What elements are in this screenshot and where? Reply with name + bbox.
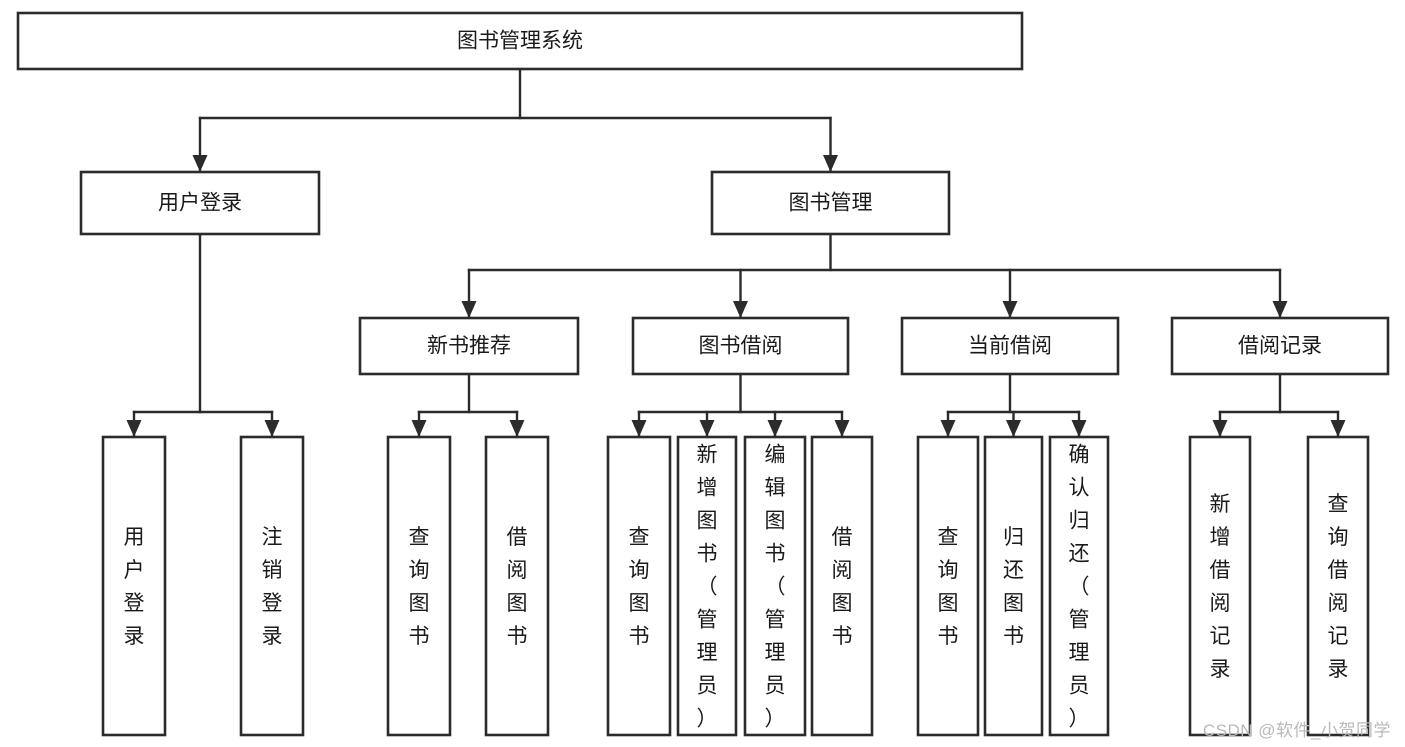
node-leaf-user-logout-label: 注销登录 [262, 526, 283, 648]
arrow-head-icon [1071, 420, 1087, 437]
node-leaf-query-book-1-label: 查询图书 [409, 526, 430, 648]
node-leaf-borrow-book-2[interactable]: 借阅图书 [810, 435, 874, 737]
node-leaf-return-book-box[interactable] [983, 435, 1044, 737]
arrow-head-icon [192, 155, 208, 172]
node-leaf-borrow-book-1[interactable]: 借阅图书 [484, 435, 550, 737]
node-leaf-edit-book-admin[interactable]: 编辑图书（管理员） [743, 435, 807, 737]
arrow-head-icon [834, 420, 850, 437]
node-leaf-query-book-2-box[interactable] [606, 435, 672, 737]
node-leaf-user-logout[interactable]: 注销登录 [239, 435, 305, 737]
node-leaf-add-book-admin[interactable]: 新增图书（管理员） [676, 435, 738, 737]
arrow-head-icon [733, 301, 748, 318]
node-user-login[interactable]: 用户登录 [79, 170, 321, 236]
node-leaf-add-borrow-record-box[interactable] [1188, 435, 1252, 737]
node-root[interactable]: 图书管理系统 [16, 11, 1024, 71]
arrow-head-icon [264, 420, 280, 437]
arrow-head-icon [1330, 420, 1346, 437]
node-leaf-add-borrow-record-label: 新增借阅记录 [1210, 493, 1231, 681]
node-book-manage[interactable]: 图书管理 [710, 170, 951, 236]
node-leaf-query-borrow-record-label: 查询借阅记录 [1328, 493, 1349, 681]
node-leaf-query-book-3-label: 查询图书 [938, 526, 959, 648]
node-leaf-borrow-book-1-box[interactable] [484, 435, 550, 737]
node-leaf-add-book-admin-box[interactable] [676, 435, 738, 737]
node-book-manage-box[interactable] [710, 170, 951, 236]
node-leaf-return-book-label: 归还图书 [1003, 526, 1024, 648]
node-current-borrow-box[interactable] [900, 316, 1120, 376]
node-book-borrow-label: 图书借阅 [699, 335, 783, 358]
arrow-head-icon [1212, 420, 1228, 437]
node-leaf-confirm-return-admin[interactable]: 确认归还（管理员） [1048, 435, 1110, 737]
node-leaf-return-book[interactable]: 归还图书 [983, 435, 1044, 737]
node-leaf-edit-book-admin-box[interactable] [743, 435, 807, 737]
connectors-layer [126, 67, 1346, 437]
node-root-label: 图书管理系统 [457, 30, 583, 53]
node-leaf-query-book-3[interactable]: 查询图书 [916, 435, 980, 737]
node-leaf-borrow-book-2-box[interactable] [810, 435, 874, 737]
node-leaf-confirm-return-admin-box[interactable] [1048, 435, 1110, 737]
arrow-head-icon [461, 301, 477, 318]
arrow-head-icon [940, 420, 956, 437]
csdn-watermark: CSDN @软件_小贺同学 [1202, 721, 1391, 740]
node-current-borrow[interactable]: 当前借阅 [900, 316, 1120, 376]
node-borrow-record[interactable]: 借阅记录 [1170, 316, 1390, 376]
node-leaf-user-login-box[interactable] [101, 435, 167, 737]
node-leaf-user-login-label: 用户登录 [124, 526, 145, 648]
node-leaf-borrow-book-1-label: 借阅图书 [507, 526, 528, 648]
arrow-head-icon [1006, 420, 1021, 437]
nodes-layer: 图书管理系统用户登录图书管理新书推荐图书借阅当前借阅借阅记录用户登录注销登录查询… [16, 11, 1390, 737]
node-user-login-box[interactable] [79, 170, 321, 236]
node-new-book-recommend[interactable]: 新书推荐 [358, 316, 580, 376]
arrow-head-icon [1002, 301, 1018, 318]
node-leaf-query-book-3-box[interactable] [916, 435, 980, 737]
node-leaf-edit-book-admin-label: 编辑图书（管理员） [765, 443, 786, 730]
node-user-login-label: 用户登录 [158, 192, 242, 215]
node-leaf-query-book-1-box[interactable] [386, 435, 452, 737]
node-borrow-record-label: 借阅记录 [1238, 335, 1322, 358]
node-leaf-add-borrow-record[interactable]: 新增借阅记录 [1188, 435, 1252, 737]
node-leaf-query-borrow-record[interactable]: 查询借阅记录 [1306, 435, 1370, 737]
node-leaf-query-book-2[interactable]: 查询图书 [606, 435, 672, 737]
node-book-borrow-box[interactable] [631, 316, 850, 376]
node-book-manage-label: 图书管理 [789, 192, 873, 215]
arrow-head-icon [1272, 301, 1288, 318]
node-leaf-borrow-book-2-label: 借阅图书 [832, 526, 853, 648]
node-leaf-user-logout-box[interactable] [239, 435, 305, 737]
arrow-head-icon [509, 420, 525, 437]
arrow-head-icon [823, 155, 838, 172]
node-root-box[interactable] [16, 11, 1024, 71]
node-leaf-user-login[interactable]: 用户登录 [101, 435, 167, 737]
node-book-borrow[interactable]: 图书借阅 [631, 316, 850, 376]
node-leaf-confirm-return-admin-label: 确认归还（管理员） [1069, 443, 1090, 730]
node-leaf-query-book-2-label: 查询图书 [629, 526, 650, 648]
node-new-book-recommend-box[interactable] [358, 316, 580, 376]
node-leaf-add-book-admin-label: 新增图书（管理员） [697, 443, 718, 730]
arrow-head-icon [631, 420, 647, 437]
node-new-book-recommend-label: 新书推荐 [427, 335, 511, 358]
node-leaf-query-book-1[interactable]: 查询图书 [386, 435, 452, 737]
arrow-head-icon [411, 420, 427, 437]
node-leaf-query-borrow-record-box[interactable] [1306, 435, 1370, 737]
arrow-head-icon [699, 420, 715, 437]
node-current-borrow-label: 当前借阅 [968, 335, 1052, 358]
node-borrow-record-box[interactable] [1170, 316, 1390, 376]
arrow-head-icon [126, 420, 142, 437]
arrow-head-icon [767, 420, 783, 437]
